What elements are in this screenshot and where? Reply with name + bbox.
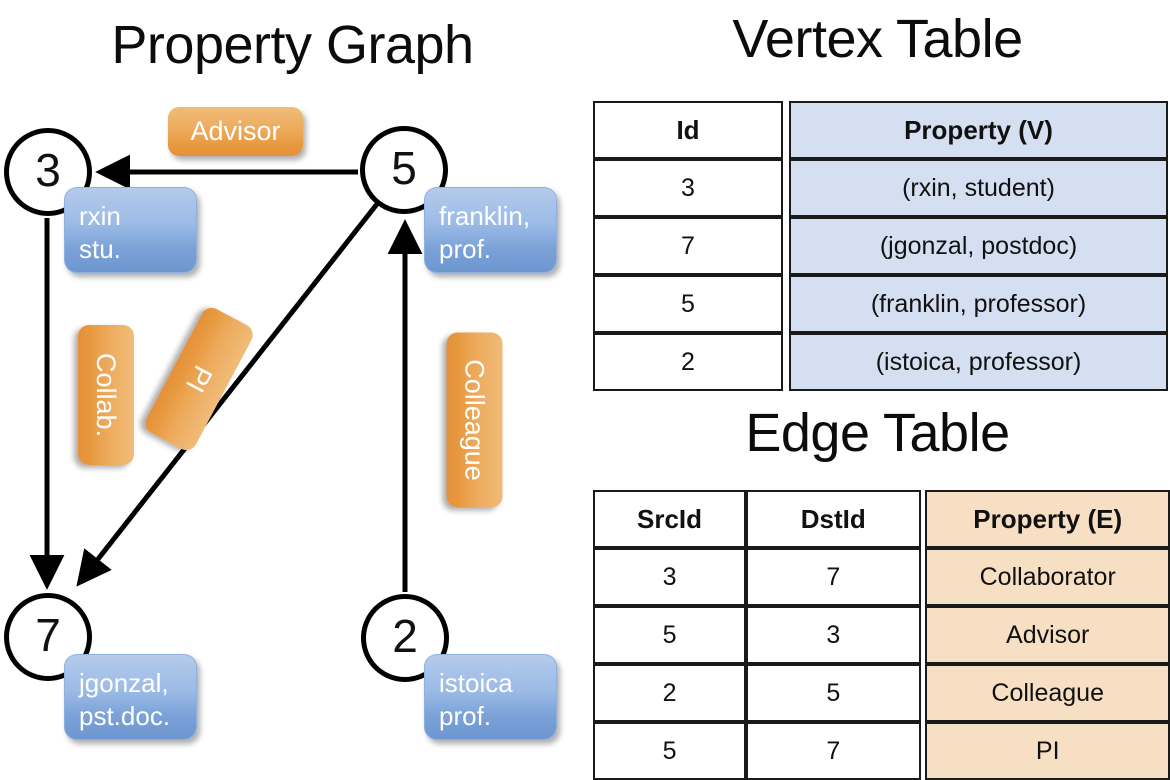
edge-table-column-gap (920, 722, 926, 780)
page-title-vertex-table: Vertex Table (732, 9, 1023, 69)
edge-table: SrcId DstId Property (E) 3 7 Collaborato… (593, 490, 1170, 780)
table-row: 5 3 Advisor (593, 606, 1170, 664)
edge-label-advisor-text: Advisor (190, 116, 281, 146)
vertex-table-column-gap (783, 159, 789, 217)
edge-table-header-dstid: DstId (746, 490, 921, 548)
edge-row-0-dst: 7 (746, 548, 921, 606)
vertex-row-0-property: (rxin, student) (789, 159, 1168, 217)
edge-label-advisor: Advisor (168, 107, 303, 156)
table-row: 5 7 PI (593, 722, 1170, 780)
graph-edge-lines (29, 154, 423, 592)
node-property-callout-3: rxin stu. (64, 187, 197, 273)
vertex-table-column-gap (783, 333, 789, 391)
edge-row-3-src: 5 (593, 722, 747, 780)
node-property-7-line2: pst.doc. (79, 700, 171, 731)
table-row: 2 (istoica, professor) (593, 333, 1168, 391)
node-property-callout-2: istoica prof. (424, 654, 557, 740)
vertex-table-column-gap (783, 217, 789, 275)
edge-line-5-to-7 (76, 202, 379, 587)
vertex-table: Id Property (V) 3 (rxin, student) 7 (jgo… (593, 101, 1168, 391)
edge-table-header-row: SrcId DstId Property (E) (593, 490, 1170, 548)
vertex-table-column-gap (783, 275, 789, 333)
table-row: 7 (jgonzal, postdoc) (593, 217, 1168, 275)
graph-node-2-label: 2 (392, 610, 418, 662)
vertex-row-3-property: (istoica, professor) (789, 333, 1168, 391)
vertex-row-0-id: 3 (593, 159, 783, 217)
node-property-5-line2: prof. (439, 233, 492, 264)
edge-table-column-gap (920, 606, 926, 664)
vertex-table-column-gap (783, 101, 789, 159)
edge-row-3-dst: 7 (746, 722, 921, 780)
edge-label-pi-text: PI (180, 360, 219, 398)
edge-table-header-property: Property (E) (925, 490, 1170, 548)
edge-label-collab-text: Collab. (91, 352, 122, 438)
page-title-property-graph: Property Graph (111, 15, 474, 75)
edge-row-2-property: Colleague (925, 664, 1170, 722)
edge-row-0-property: Collaborator (925, 548, 1170, 606)
edge-row-1-src: 5 (593, 606, 747, 664)
vertex-row-1-property: (jgonzal, postdoc) (789, 217, 1168, 275)
node-property-7-line1: jgonzal, (79, 668, 169, 698)
table-row: 3 7 Collaborator (593, 548, 1170, 606)
edge-row-0-src: 3 (593, 548, 747, 606)
node-property-3-line1: rxin (79, 201, 121, 231)
vertex-row-2-property: (franklin, professor) (789, 275, 1168, 333)
graph-node-5[interactable]: 5 (360, 126, 448, 214)
graph-node-5-label: 5 (391, 142, 417, 194)
property-graph-diagram: Advisor PI Collab. Colleague 3 5 7 2 rxi… (0, 0, 585, 760)
table-row: 5 (franklin, professor) (593, 275, 1168, 333)
edge-row-1-property: Advisor (925, 606, 1170, 664)
vertex-row-1-id: 7 (593, 217, 783, 275)
edge-label-collab: Collab. (78, 325, 134, 465)
vertex-row-3-id: 2 (593, 333, 783, 391)
edge-row-3-property: PI (925, 722, 1170, 780)
edge-row-2-src: 2 (593, 664, 747, 722)
vertex-table-header-id: Id (593, 101, 783, 159)
vertex-table-header-property: Property (V) (789, 101, 1168, 159)
page-title-edge-table: Edge Table (745, 403, 1010, 463)
node-property-callout-7: jgonzal, pst.doc. (64, 654, 197, 740)
node-property-callout-5: franklin, prof. (424, 187, 557, 273)
node-property-2-line1: istoica (439, 668, 513, 698)
vertex-table-header-row: Id Property (V) (593, 101, 1168, 159)
edge-table-column-gap (920, 664, 926, 722)
edge-label-colleague: Colleague (446, 332, 503, 508)
table-row: 3 (rxin, student) (593, 159, 1168, 217)
vertex-row-2-id: 5 (593, 275, 783, 333)
graph-node-2[interactable]: 2 (361, 594, 449, 682)
graph-node-3-label: 3 (35, 144, 61, 196)
edge-table-header-srcid: SrcId (593, 490, 747, 548)
edge-table-column-gap (920, 548, 926, 606)
graph-node-7-label: 7 (35, 609, 61, 661)
edge-table-column-gap (920, 490, 926, 548)
edge-row-2-dst: 5 (746, 664, 921, 722)
edge-label-colleague-text: Colleague (460, 359, 490, 481)
edge-row-1-dst: 3 (746, 606, 921, 664)
node-property-5-line1: franklin, (439, 201, 531, 231)
table-row: 2 5 Colleague (593, 664, 1170, 722)
node-property-3-line2: stu. (79, 233, 121, 264)
node-property-2-line2: prof. (439, 700, 492, 731)
